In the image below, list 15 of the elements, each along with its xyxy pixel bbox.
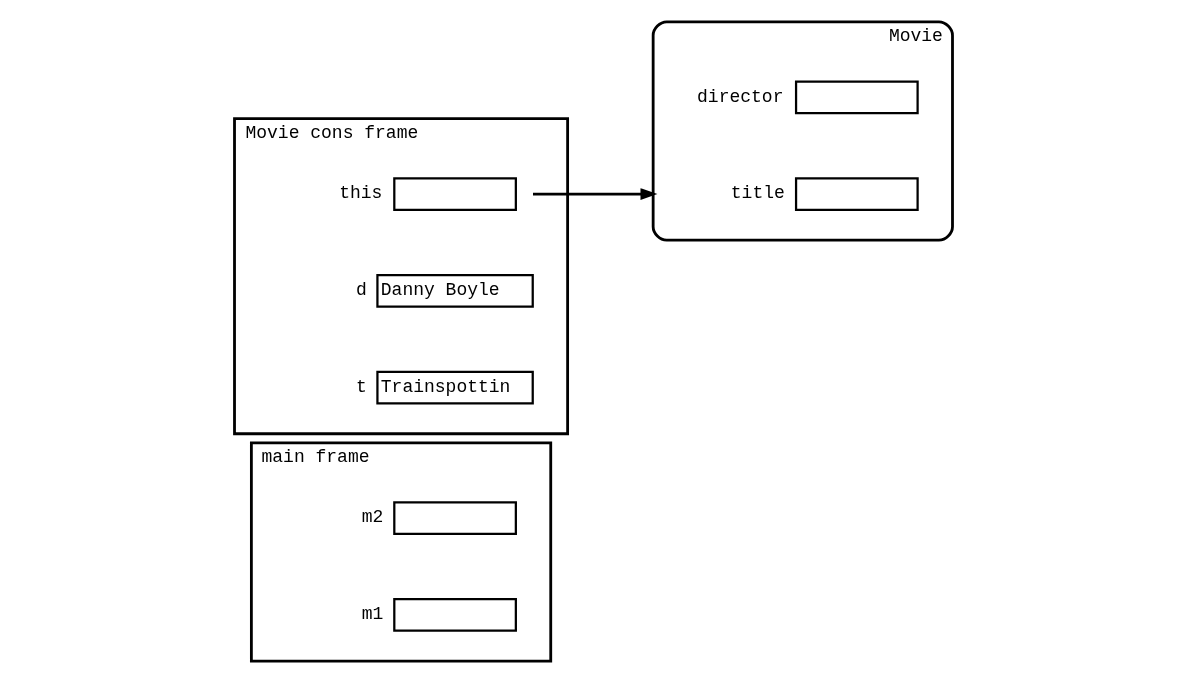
node-box	[393, 598, 517, 632]
arrow	[533, 188, 658, 200]
node-box	[393, 177, 517, 211]
node-label: m2	[361, 507, 384, 528]
node-box: Danny Boyle	[376, 273, 534, 308]
node-box: Trainspottin	[376, 370, 534, 405]
node-box	[393, 501, 517, 536]
node-label: m1	[361, 604, 384, 625]
node-box	[794, 80, 919, 115]
node-box	[794, 177, 919, 211]
node-label: d	[356, 280, 367, 301]
node-label: title	[730, 183, 785, 204]
node-label: this	[339, 183, 383, 204]
node-label: director	[697, 86, 784, 107]
node-label: t	[356, 376, 367, 397]
